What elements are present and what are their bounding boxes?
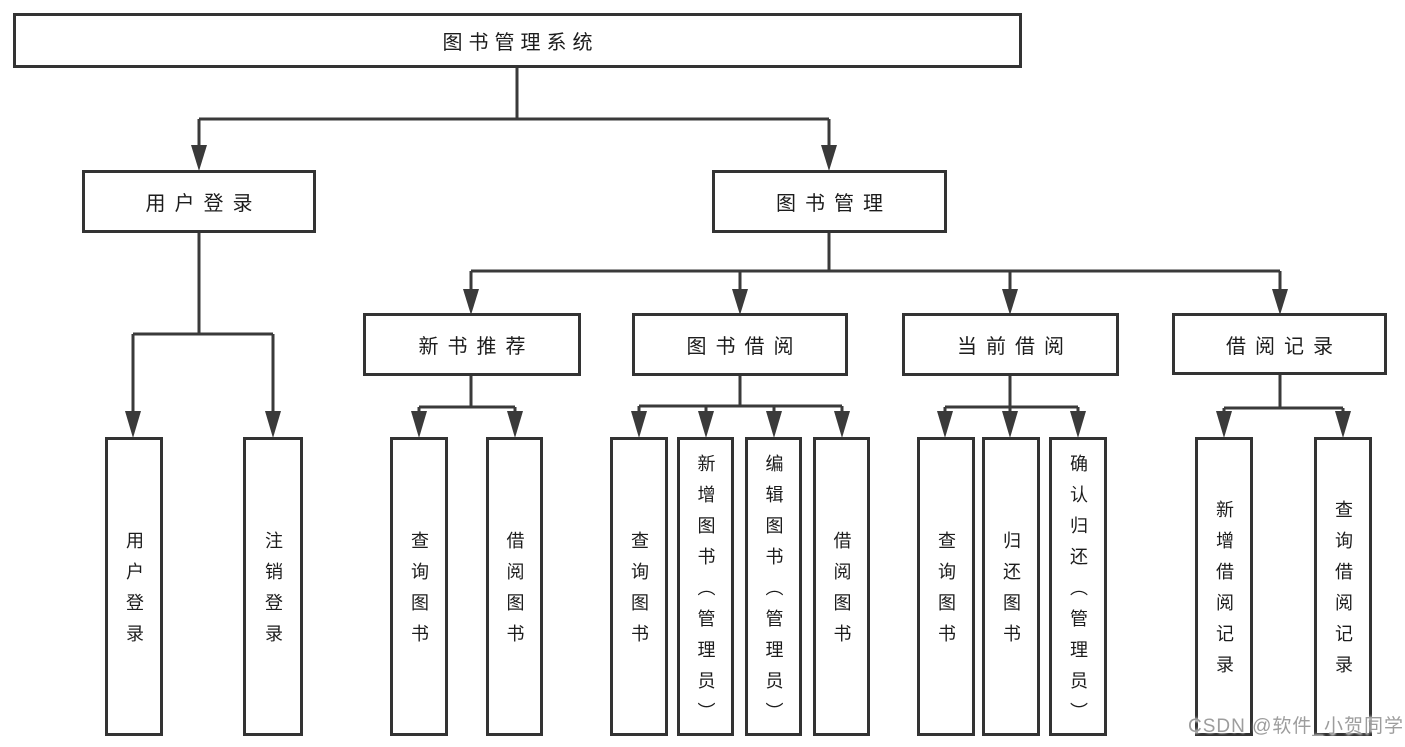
leaf-add-borrow-record: 新增借阅记录 — [1195, 437, 1253, 736]
node-book-management-label: 图书管理 — [776, 193, 892, 215]
node-library-management-system: 图书管理系统 — [13, 13, 1022, 68]
node-book-borrowing-label: 图书借阅 — [686, 336, 803, 358]
leaf-borrow-books-label: 借阅图书 — [831, 531, 852, 655]
node-new-book-recommend: 新书推荐 — [363, 313, 581, 376]
leaf-query-books-borrowing: 查询图书 — [610, 437, 668, 736]
node-new-book-recommend-label: 新书推荐 — [418, 336, 535, 358]
node-current-borrowing-label: 当前借阅 — [957, 336, 1073, 358]
leaf-return-books-label: 归还图书 — [1001, 531, 1021, 655]
leaf-borrow-books-recommend: 借阅图书 — [486, 437, 543, 736]
leaf-query-books-recommend-label: 查询图书 — [409, 531, 429, 655]
leaf-edit-books-admin-label: 编辑图书（管理员） — [763, 453, 784, 733]
node-borrowing-records-label: 借阅记录 — [1226, 335, 1342, 358]
leaf-add-borrow-record-label: 新增借阅记录 — [1214, 500, 1234, 686]
leaf-query-books-borrowing-label: 查询图书 — [629, 531, 649, 655]
leaf-query-books-recommend: 查询图书 — [390, 437, 448, 736]
node-current-borrowing: 当前借阅 — [902, 313, 1119, 376]
leaf-borrow-books: 借阅图书 — [813, 437, 870, 736]
leaf-query-books-current-label: 查询图书 — [936, 531, 956, 655]
node-user-login: 用户登录 — [82, 170, 316, 233]
leaf-query-borrow-record: 查询借阅记录 — [1314, 437, 1372, 736]
leaf-confirm-return-admin: 确认归还（管理员） — [1049, 437, 1107, 736]
leaf-query-books-current: 查询图书 — [917, 437, 975, 736]
node-user-login-label: 用户登录 — [145, 193, 262, 215]
leaf-return-books: 归还图书 — [982, 437, 1040, 736]
leaf-confirm-return-admin-label: 确认归还（管理员） — [1068, 453, 1088, 733]
leaf-user-login: 用户登录 — [105, 437, 163, 736]
leaf-add-books-admin: 新增图书（管理员） — [677, 437, 734, 736]
leaf-user-login-label: 用户登录 — [124, 531, 144, 655]
leaf-add-books-admin-label: 新增图书（管理员） — [695, 453, 716, 733]
node-book-management: 图书管理 — [712, 170, 947, 233]
leaf-edit-books-admin: 编辑图书（管理员） — [745, 437, 802, 736]
node-library-management-system-label: 图书管理系统 — [442, 32, 599, 54]
node-book-borrowing: 图书借阅 — [632, 313, 848, 376]
node-borrowing-records: 借阅记录 — [1172, 313, 1387, 375]
watermark: CSDN @软件_小贺同学 — [1188, 716, 1404, 737]
leaf-logout: 注销登录 — [243, 437, 303, 736]
leaf-query-borrow-record-label: 查询借阅记录 — [1333, 500, 1353, 686]
leaf-logout-label: 注销登录 — [263, 531, 283, 655]
leaf-borrow-books-recommend-label: 借阅图书 — [504, 531, 525, 655]
